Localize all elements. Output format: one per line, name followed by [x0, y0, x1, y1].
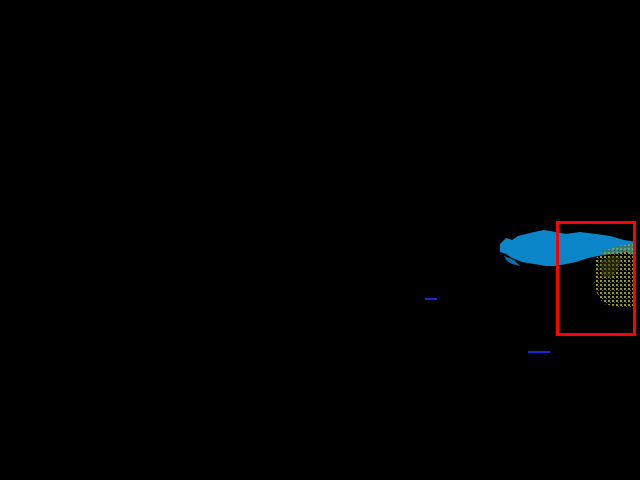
selection-box[interactable]	[556, 221, 636, 336]
olive-region-shadow	[600, 256, 622, 278]
blue-fleck	[528, 351, 550, 353]
blue-fleck	[425, 298, 437, 300]
cyan-region	[500, 230, 636, 266]
cyan-region-fringe	[504, 256, 520, 266]
